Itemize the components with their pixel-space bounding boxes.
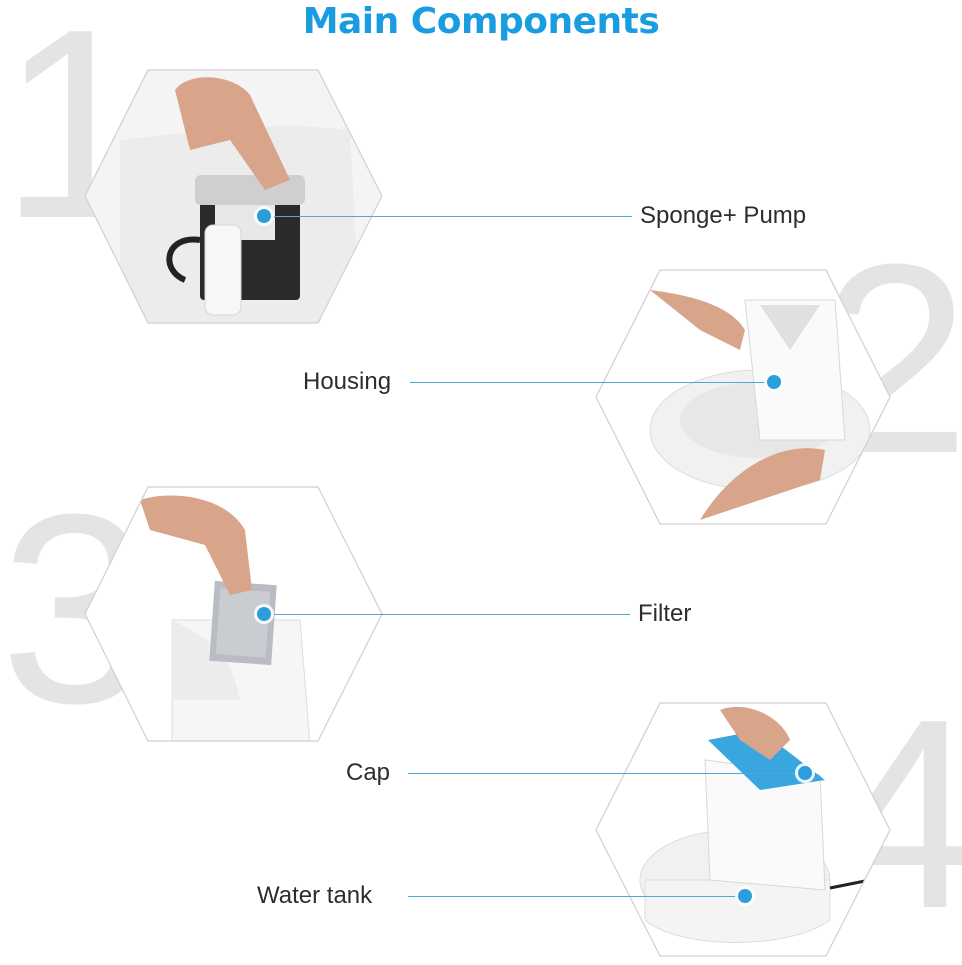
connector-cap: [408, 773, 800, 774]
panel-housing-image: [596, 270, 890, 524]
marker-dot-housing: [767, 375, 781, 389]
marker-dot-water-tank: [738, 889, 752, 903]
marker-dot-cap: [798, 766, 812, 780]
label-filter: Filter: [638, 600, 692, 627]
panel-cap-tank-image: [596, 703, 890, 956]
label-water-tank: Water tank: [257, 882, 373, 909]
marker-dot-sponge-pump: [257, 209, 271, 223]
panel-sponge-pump-image: [85, 70, 382, 323]
marker-dot-filter: [257, 607, 271, 621]
connector-sponge-pump: [270, 216, 632, 217]
connector-water-tank: [408, 896, 740, 897]
label-cap: Cap: [346, 759, 391, 786]
panel-filter-image: [85, 487, 382, 741]
label-housing: Housing: [303, 368, 392, 395]
connector-housing: [410, 382, 768, 383]
label-sponge-pump: Sponge+ Pump: [640, 202, 807, 229]
connector-filter: [270, 614, 630, 615]
page-title: Main Components: [302, 1, 660, 42]
